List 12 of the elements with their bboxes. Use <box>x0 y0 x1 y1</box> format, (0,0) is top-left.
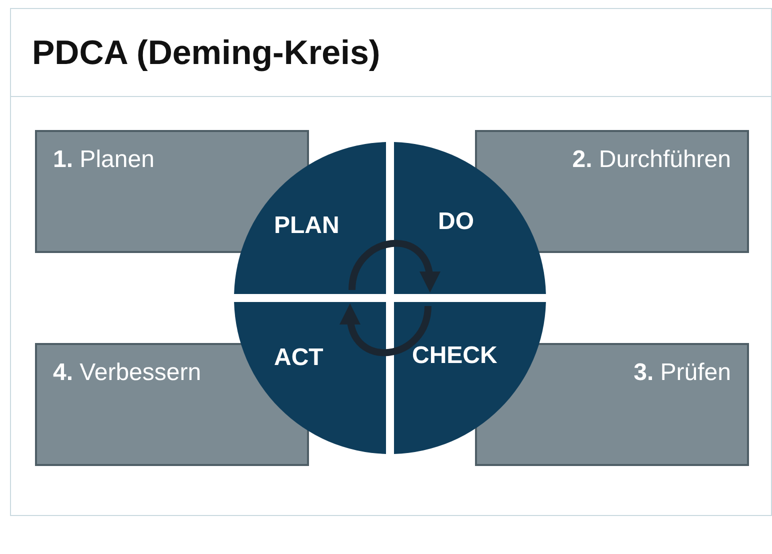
step-label: 4. Verbessern <box>53 359 202 386</box>
title: PDCA (Deming-Kreis) <box>32 34 380 73</box>
step-box <box>475 130 749 253</box>
step-label: 3. Prüfen <box>634 359 731 386</box>
step-label: 2. Durchführen <box>572 146 731 173</box>
quadrant-label: DO <box>438 208 474 236</box>
arrow <box>340 304 432 356</box>
arrow <box>348 240 440 292</box>
quadrant-label: ACT <box>274 344 324 372</box>
step-label: 1. Planen <box>53 146 154 173</box>
quadrant-label: PLAN <box>274 212 340 240</box>
quadrant-label: CHECK <box>412 342 498 370</box>
